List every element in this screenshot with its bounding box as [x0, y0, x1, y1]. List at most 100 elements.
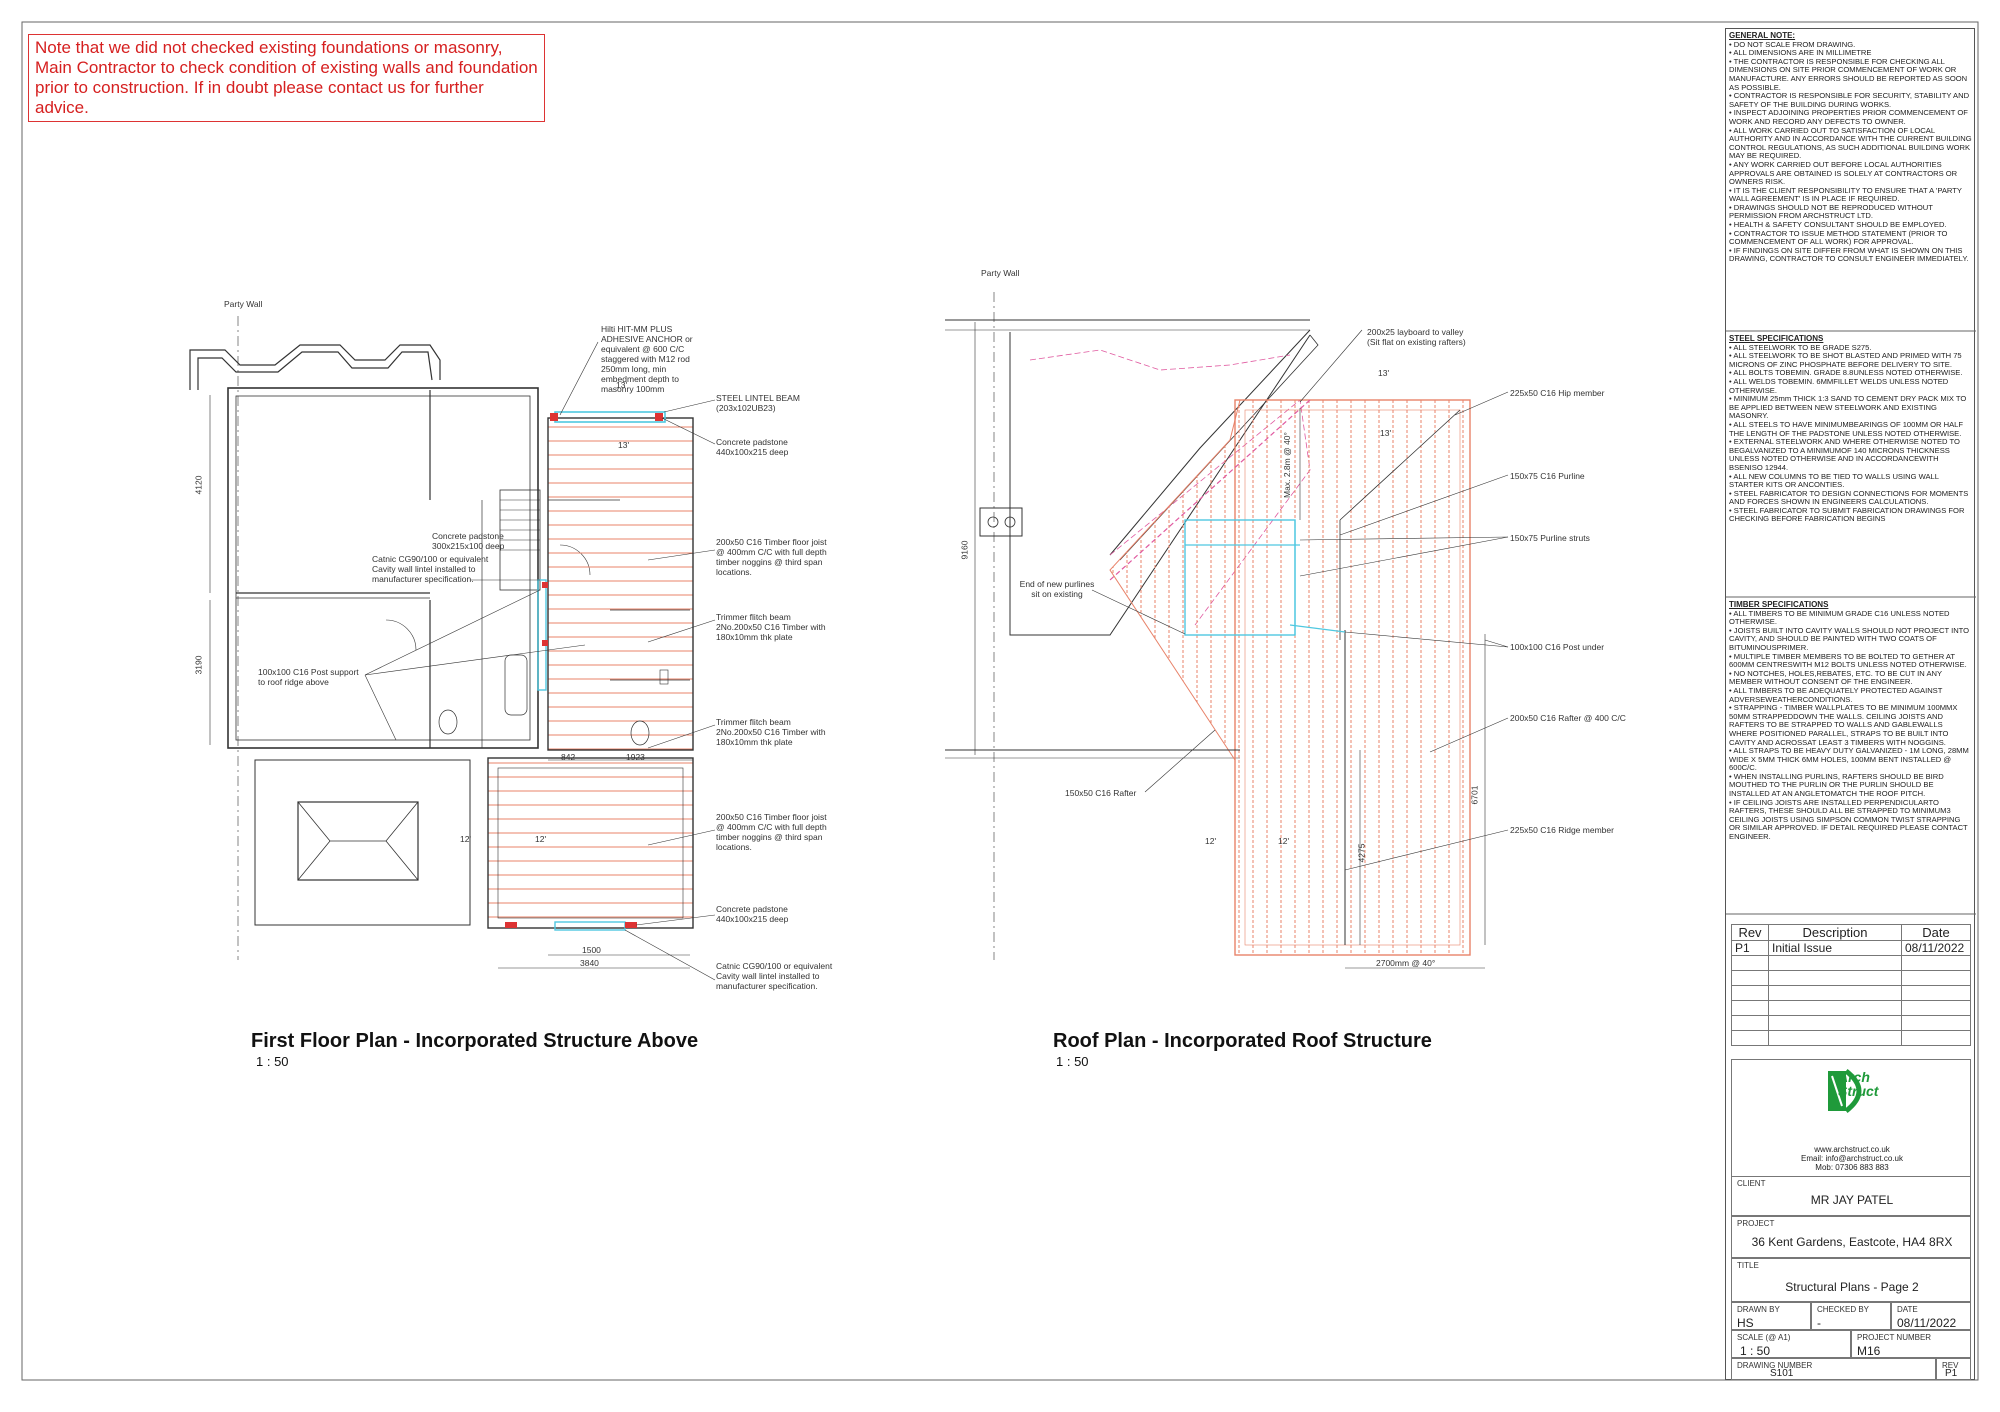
first-floor-plan	[189, 316, 716, 981]
roof-dim-12a: 12'	[1205, 836, 1217, 846]
ff-dim-13b: 13'	[618, 440, 630, 450]
ff-dim-842: 842	[561, 752, 576, 762]
ff-catnic-note-1: Catnic CG90/100 or equivalent Cavity wal…	[372, 554, 489, 584]
first-floor-plan-title: First Floor Plan - Incorporated Structur…	[251, 1030, 699, 1052]
date-label: DATE	[1897, 1305, 1918, 1314]
roof-dim-6701: 6701	[1469, 785, 1480, 805]
timber-spec-item: • JOISTS BUILT INTO CAVITY WALLS SHOULD …	[1729, 625, 1970, 652]
project-value: 36 Kent Gardens, Eastcote, HA4 8RX	[1751, 1235, 1953, 1249]
scale-box: SCALE (@ A1) 1 : 50	[1731, 1330, 1851, 1358]
timber-spec-item: • STRAPPING - TIMBER WALLPLATES TO BE MI…	[1729, 703, 1958, 747]
drawing-number-box: DRAWING NUMBER S101	[1731, 1358, 1936, 1380]
roof-end-purlines-note: End of new purlines sit on existing	[1019, 579, 1095, 599]
title-sidebar: GENERAL NOTE: • DO NOT SCALE FROM DRAWIN…	[1725, 28, 1976, 1380]
general-note-item: • THE CONTRACTOR IS RESPONSIBLE FOR CHEC…	[1729, 56, 1968, 92]
ff-joist-note-2: 200x50 C16 Timber floor joist @ 400mm C/…	[716, 812, 827, 852]
steel-spec-item: • ALL NEW COLUMNS TO BE TIED TO WALLS US…	[1729, 471, 1939, 490]
timber-spec-heading: TIMBER SPECIFICATIONS	[1729, 600, 1829, 609]
general-note-item: • DO NOT SCALE FROM DRAWING.	[1729, 39, 1856, 49]
first-floor-plan-scale: 1 : 50	[256, 1054, 289, 1069]
company-mobile: Mob: 07306 883 883	[1815, 1163, 1889, 1172]
company-website: www.archstruct.co.uk	[1814, 1145, 1890, 1154]
timber-spec-item: • ALL STRAPS TO BE HEAVY DUTY GALVANIZED…	[1729, 746, 1969, 773]
ff-catnic-note-2: Catnic CG90/100 or equivalent Cavity wal…	[716, 961, 833, 991]
roof-post-note: 100x100 C16 Post under	[1510, 642, 1605, 652]
roof-struts-note: 150x75 Purline struts	[1510, 533, 1590, 543]
timber-spec-item: • ALL TIMBERS TO BE ADEQUATELY PROTECTED…	[1729, 685, 1943, 704]
roof-dim-13b: 13'	[1380, 428, 1392, 438]
project-number-box: PROJECT NUMBER M16	[1851, 1330, 1971, 1358]
ff-trimmer-note-2: Trimmer flitch beam 2No.200x50 C16 Timbe…	[716, 717, 826, 747]
contractor-note: Note that we did not checked existing fo…	[28, 34, 545, 122]
ff-hilti-note: Hilti HIT-MM PLUS ADHESIVE ANCHOR or equ…	[601, 324, 693, 394]
drawing-number-value: S101	[1770, 1368, 1794, 1379]
timber-spec-item: • IF CEILING JOISTS ARE INSTALLED PERPEN…	[1729, 797, 1968, 842]
roof-party-wall-label: Party Wall	[981, 268, 1020, 278]
rev-label: REV	[1942, 1361, 1959, 1370]
client-value: MR JAY PATEL	[1810, 1193, 1894, 1207]
ff-dim-3190: 3190	[193, 655, 204, 675]
steel-spec-item: • ALL STEELWORK TO BE GRADE S275.	[1729, 342, 1872, 352]
ff-post-note: 100x100 C16 Post support to roof ridge a…	[258, 667, 359, 687]
table-row	[1731, 1030, 1971, 1046]
roof-rafter400-note: 200x50 C16 Rafter @ 400 C/C	[1510, 713, 1626, 723]
rev-value: P1	[1945, 1368, 1958, 1379]
project-number-value: M16	[1857, 1344, 1881, 1358]
roof-plan	[945, 292, 1509, 969]
archstruct-logo-icon	[1828, 1069, 1862, 1113]
table-row	[1731, 985, 1971, 1001]
project-label: PROJECT	[1737, 1219, 1775, 1228]
rev-box: REV P1	[1936, 1358, 1971, 1380]
steel-spec-item: • ALL WELDS TOBEMIN. 6MMFILLET WELDS UNL…	[1729, 376, 1949, 395]
steel-spec-heading: STEEL SPECIFICATIONS	[1729, 334, 1824, 343]
roof-plan-title: Roof Plan - Incorporated Roof Structure	[1053, 1030, 1432, 1052]
scale-label: SCALE (@ A1)	[1737, 1333, 1791, 1342]
steel-spec-item: • STEEL FABRICATOR TO DESIGN CONNECTIONS…	[1729, 488, 1969, 507]
drawn-by-box: DRAWN BY HS	[1731, 1302, 1811, 1330]
roof-ridge-note: 225x50 C16 Ridge member	[1510, 825, 1614, 835]
steel-spec-block: STEEL SPECIFICATIONS • ALL STEELWORK TO …	[1729, 334, 1973, 524]
scale-value: 1 : 50	[1740, 1344, 1771, 1358]
general-note-item: • ALL DIMENSIONS ARE IN MILLIMETRE	[1729, 48, 1872, 58]
general-note-block: GENERAL NOTE: • DO NOT SCALE FROM DRAWIN…	[1729, 31, 1973, 264]
roof-dim-4275: 4275	[1356, 843, 1367, 863]
company-name-line1: Arch	[1838, 1069, 1870, 1085]
general-note-item: • DRAWINGS SHOULD NOT BE REPRODUCED WITH…	[1729, 202, 1933, 221]
date-box: DATE 08/11/2022	[1891, 1302, 1971, 1330]
roof-dim-13a: 13'	[1378, 368, 1390, 378]
roof-rafter150-note: 150x50 C16 Rafter	[1065, 788, 1137, 798]
roof-layboard-note: 200x25 layboard to valley (Sit flat on e…	[1367, 327, 1466, 347]
table-row	[1731, 1000, 1971, 1016]
roof-dim-2700: 2700mm @ 40°	[1376, 958, 1436, 968]
timber-spec-item: • MULTIPLE TIMBER MEMBERS TO BE BOLTED T…	[1729, 651, 1967, 670]
general-note-item: • ALL WORK CARRIED OUT TO SATISFACTION O…	[1729, 125, 1972, 161]
steel-spec-item: • ALL STEELWORK TO BE SHOT BLASTED AND P…	[1729, 351, 1962, 369]
timber-spec-block: TIMBER SPECIFICATIONS • ALL TIMBERS TO B…	[1729, 600, 1973, 842]
general-note-item: • IF FINDINGS ON SITE DIFFER FROM WHAT I…	[1729, 245, 1969, 264]
description-col-header: Description	[1768, 924, 1902, 941]
ff-trimmer-note-1: Trimmer flitch beam 2No.200x50 C16 Timbe…	[716, 612, 826, 642]
checked-by-box: CHECKED BY -	[1811, 1302, 1891, 1330]
revision-table: Rev Description Date P1 Initial Issue 08…	[1731, 924, 1971, 1046]
checked-by-value: -	[1817, 1316, 1821, 1330]
ff-joist-note-1: 200x50 C16 Timber floor joist @ 400mm C/…	[716, 537, 827, 577]
client-label: CLIENT	[1737, 1179, 1766, 1188]
ff-padstone-small-note: Concrete padstone 300x215x100 deep	[432, 531, 505, 551]
sidebar-frame	[1726, 330, 1976, 915]
ff-dim-3840: 3840	[580, 958, 599, 968]
roof-purlin-note: 150x75 C16 Purline	[1510, 471, 1585, 481]
date-col-header: Date	[1901, 924, 1971, 941]
client-box: CLIENT MR JAY PATEL	[1731, 1176, 1971, 1216]
timber-spec-item: • NO NOTCHES, HOLES,REBATES, ETC. TO BE …	[1729, 668, 1942, 687]
rev-col-header: Rev	[1731, 924, 1769, 941]
rev-cell: P1	[1731, 940, 1769, 956]
general-note-item: • IT IS THE CLIENT RESPONSIBILITY TO ENS…	[1729, 185, 1962, 204]
ff-dim-1500: 1500	[582, 945, 601, 955]
company-name: Arch Struct	[1838, 1070, 1878, 1098]
general-note-item: • INSPECT ADJOINING PROPERTIES PRIOR COM…	[1729, 108, 1968, 126]
general-note-item: • CONTRACTOR IS RESPONSIBLE FOR SECURITY…	[1729, 91, 1970, 109]
ff-padstone-note-1: Concrete padstone 440x100x215 deep	[716, 437, 789, 457]
checked-by-label: CHECKED BY	[1817, 1305, 1870, 1314]
general-note-item: • CONTRACTOR TO ISSUE METHOD STATEMENT (…	[1729, 228, 1948, 247]
